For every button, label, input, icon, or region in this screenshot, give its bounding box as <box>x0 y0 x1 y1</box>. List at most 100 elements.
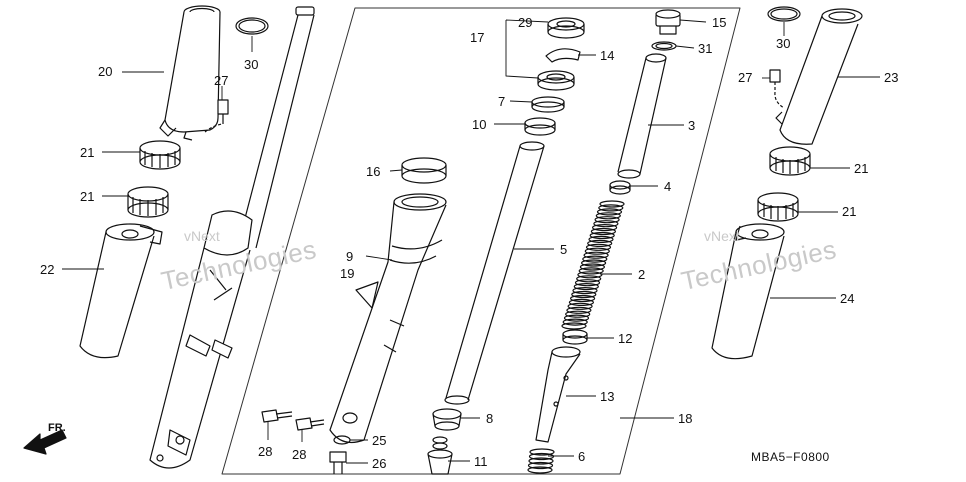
collar-4 <box>609 180 631 195</box>
callout-21-left-a: 21 <box>80 145 95 160</box>
bearing-21-right-a <box>769 146 811 176</box>
spring-coil <box>528 452 555 461</box>
spring-coil <box>580 259 607 267</box>
spring-coil <box>574 279 601 287</box>
spring-coil <box>567 302 593 310</box>
callout-29: 29 <box>518 15 533 30</box>
bearing-21-right-b <box>757 192 799 222</box>
front-indicator-label: FR. <box>48 422 66 434</box>
callout-31: 31 <box>698 41 713 56</box>
spring-coil <box>566 306 592 314</box>
spring-coil <box>593 220 619 228</box>
callout-28-b: 28 <box>292 447 307 462</box>
spring-coil <box>528 457 554 465</box>
spring-coil <box>563 314 590 322</box>
bolt-27-left <box>204 99 229 133</box>
spring-coil <box>582 255 608 263</box>
callout-14: 14 <box>600 48 615 63</box>
callout-22: 22 <box>40 262 55 277</box>
bearing-21-left-b <box>127 186 169 218</box>
front-arrow-icon <box>23 429 67 455</box>
spring-coil <box>595 212 621 220</box>
washer-7 <box>531 96 565 113</box>
damper-rod-3 <box>617 53 667 179</box>
clip-14 <box>545 48 581 63</box>
bolt-27-right <box>769 69 785 109</box>
callout-8: 8 <box>486 411 494 426</box>
ring-30-left <box>235 17 269 35</box>
callout-10: 10 <box>472 117 487 132</box>
rebound-spring-6 <box>527 448 555 474</box>
spring-coil <box>572 287 598 295</box>
damper-piece-13 <box>535 346 581 443</box>
spring-coil <box>591 224 618 232</box>
fork-cover-upper-left <box>159 5 221 141</box>
seal-stop-ring <box>537 70 575 91</box>
ring-30-right <box>767 6 801 22</box>
callout-27-left: 27 <box>214 73 229 88</box>
spring-coil <box>588 235 614 243</box>
callout-26: 26 <box>372 456 387 471</box>
bushing-8 <box>432 408 462 431</box>
callout-4: 4 <box>664 179 672 194</box>
spring-coil <box>577 271 603 279</box>
oil-seal-16 <box>401 157 447 184</box>
spring-coil <box>585 243 612 251</box>
fork-tube-left <box>149 6 315 469</box>
bolt-28-a <box>261 409 293 423</box>
callout-20: 20 <box>98 64 113 79</box>
bearing-21-left-a <box>139 140 181 170</box>
callout-2: 2 <box>638 267 646 282</box>
spring-coil <box>578 267 604 275</box>
spring-coil <box>589 231 615 240</box>
spring-coil <box>527 466 553 474</box>
callout-9: 9 <box>346 249 354 264</box>
spring-coil <box>590 227 617 236</box>
fork-cover-lower-right <box>711 223 785 360</box>
spring-coil <box>599 200 625 208</box>
callout-30-left: 30 <box>244 57 259 72</box>
spring-coil <box>568 298 595 306</box>
callout-17: 17 <box>470 30 485 45</box>
fork-cover-lower-left <box>79 223 163 359</box>
ring-12 <box>562 329 588 345</box>
spring-coil <box>527 461 554 470</box>
callout-3: 3 <box>688 118 696 133</box>
spring-coil <box>587 239 613 247</box>
callout-25: 25 <box>372 433 387 448</box>
leader-lines <box>62 19 880 464</box>
spring-coil <box>584 247 610 255</box>
callout-19: 19 <box>340 266 355 281</box>
spring-coil <box>562 318 588 326</box>
callout-13: 13 <box>600 389 615 404</box>
spring-coil <box>594 216 620 224</box>
fork-inner-tube-5 <box>444 141 545 405</box>
spring-coil <box>583 251 609 259</box>
bushing-10 <box>524 117 556 136</box>
o-ring-31 <box>651 41 677 51</box>
piston-ring-11 <box>427 436 453 475</box>
fork-slider-9 <box>329 193 447 443</box>
seal-29 <box>547 17 585 39</box>
spring-coil <box>569 294 596 303</box>
callout-27-right: 27 <box>738 70 753 85</box>
spring-coil <box>576 275 602 283</box>
fork-bolt-15 <box>655 9 681 35</box>
callout-6: 6 <box>578 449 586 464</box>
callout-5: 5 <box>560 242 568 257</box>
spring-coil <box>571 290 597 299</box>
assembly-frame <box>221 7 741 475</box>
callout-21-left-b: 21 <box>80 189 95 204</box>
callout-16: 16 <box>366 164 381 179</box>
spring-coil <box>598 204 624 212</box>
bolt-28-b <box>295 417 325 431</box>
spring-coil <box>565 310 591 318</box>
callout-28-a: 28 <box>258 444 273 459</box>
spring-coil <box>579 263 606 271</box>
callout-21-right-a: 21 <box>854 161 869 176</box>
callout-12: 12 <box>618 331 633 346</box>
spring-coil <box>573 283 599 291</box>
callout-23: 23 <box>884 70 899 85</box>
callout-18: 18 <box>678 411 693 426</box>
